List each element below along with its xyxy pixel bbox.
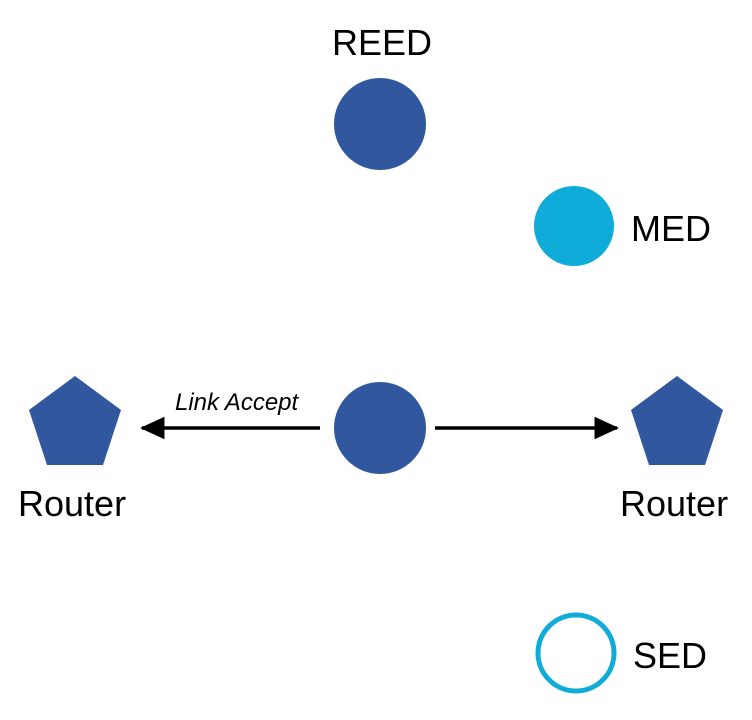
edge-leader-to-router-left: Link Accept [139, 389, 320, 440]
reed-circle-icon[interactable] [334, 78, 426, 170]
node-router-right[interactable]: Router [620, 376, 728, 524]
link-accept-label: Link Accept [175, 389, 300, 416]
node-leader[interactable] [334, 382, 426, 474]
router-right-label: Router [620, 483, 728, 524]
node-reed[interactable]: REED [332, 22, 432, 170]
router-left-label: Router [18, 483, 126, 524]
node-sed[interactable]: SED [535, 612, 707, 694]
leader-circle-icon[interactable] [334, 382, 426, 474]
med-circle-icon[interactable] [534, 186, 614, 266]
node-router-left[interactable]: Router [18, 376, 126, 524]
med-label: MED [631, 208, 711, 249]
router-left-pentagon-icon[interactable] [29, 376, 121, 465]
sed-circle-icon[interactable] [535, 612, 617, 694]
sed-label: SED [633, 635, 707, 676]
reed-label: REED [332, 22, 432, 63]
node-med[interactable]: MED [534, 186, 711, 266]
router-right-pentagon-icon[interactable] [631, 376, 723, 465]
